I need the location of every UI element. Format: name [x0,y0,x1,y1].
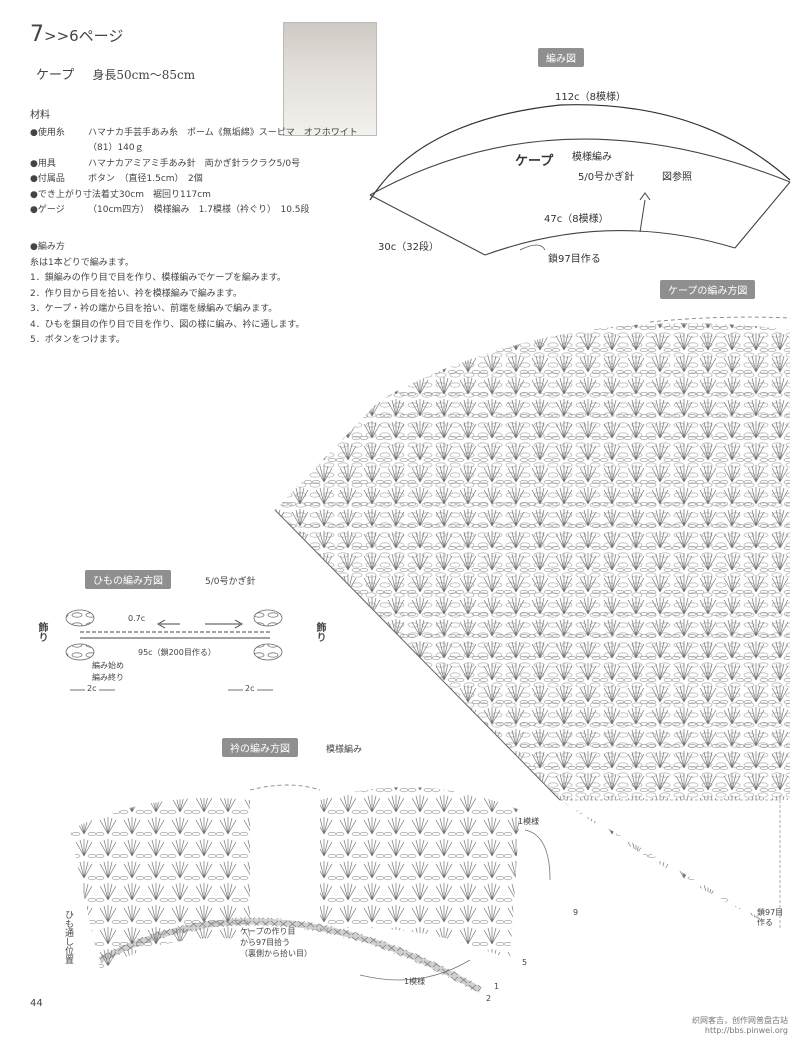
material-row: ●用具ハマナカアミアミ手あみ針 両かぎ針ラクラク5/0号 [30,158,301,169]
collar-row-1: 1 [494,982,500,991]
material-row: ●ゲージ（10cm四方） 模様編み 1.7模様（衿ぐり） 10.5段 [30,205,310,215]
schematic-side: 30c（32段） [378,242,439,253]
collar-chart-label: 衿の編み方図 [222,738,298,757]
schematic-ref: 図参照 [662,172,692,183]
collar-cord-position: ひも通し位置 [63,910,73,964]
item-name: ケープ [36,68,75,83]
product-photo [283,22,377,136]
instruction-step: 5．ボタンをつけます。 [30,335,125,345]
materials-heading: 材料 [30,110,50,121]
material-row: （81）140ｇ [88,143,144,153]
instructions-section: ●編み方 糸は1本どりで編みます。 1．鎖編みの作り目で目を作り、模様編みでケー… [30,240,360,349]
instructions-note: 糸は1本どりで編みます。 [30,257,134,268]
watermark-line-2: http://bbs.pinwei.org [704,1026,788,1035]
cape-chart-label: ケープの編み方図 [660,280,756,299]
schematic-inner-width: 47c（8模様） [544,214,609,225]
material-row: ●付属品ボタン （直径1.5cm） 2個 [30,174,203,184]
collar-chart [70,784,551,994]
collar-pickup-note: ケープの作り目 から97目拾う （裏側から拾い目） [240,927,312,958]
material-row: ●でき上がり寸法着丈30cm 裾回り117cm [30,189,211,200]
watermark: 织网客吉，创作网普盘古站 http://bbs.pinwei.org [692,1016,788,1036]
cord-right-decor: 飾り [314,622,325,642]
cord-left-decor: 飾り [36,622,47,642]
schematic-top-width: 112c（8模様） [555,92,626,103]
collar-repeat-top: 1模様 [518,817,540,826]
collar-row-9: 9 [573,908,579,917]
schematic-piece-name: ケープ [515,154,554,169]
instruction-step: 4．ひもを鎖目の作り目で目を作り、図の様に編み、衿に通します。 [30,319,305,330]
cord-right-2c: 2c [243,684,257,693]
schematic-pattern: 模様編み [572,152,612,163]
cord-end: 編み終り [92,673,124,682]
cape-schematic [369,104,791,256]
instruction-step: 2．作り目から目を拾い、衿を模様編みで編みます。 [30,288,242,299]
material-row: ●使用糸ハマナカ手芸手あみ糸 ポーム《無垢綿》スーピマ オフホワイト [30,127,358,138]
pattern-title: 7>>6ページ [30,22,123,47]
collar-repeat-bottom: 1模様 [404,977,426,986]
materials-section: 材料 ●使用糸ハマナカ手芸手あみ糸 ポーム《無垢綿》スーピマ オフホワイト （8… [30,108,410,219]
instruction-step: 3．ケープ・衿の端から目を拾い、前端を縁編みで編みます。 [30,304,278,314]
cord-length: 95c（鎖200目作る） [138,648,216,657]
collar-row-5: 5 [522,958,528,967]
cape-chain-note: 鎖97目 作る [757,908,784,927]
cord-left-2c: 2c [85,684,99,693]
schematic-hook: 5/0号かぎ針 [578,172,635,183]
cord-chart-label: ひもの編み方図 [85,570,171,589]
cape-stitch-chart [274,316,791,930]
cord-start: 編み始め [92,661,124,670]
schematic-chain: 鎖97目作る [548,254,601,265]
collar-pattern: 模様編み [326,745,363,755]
watermark-line-1: 织网客吉，创作网普盘古站 [692,1016,788,1025]
cord-width: 0.7c [128,614,146,623]
pattern-number: 7 [30,22,44,47]
instructions-heading: ●編み方 [30,242,65,252]
instruction-step: 1．鎖編みの作り目で目を作り、模様編みでケープを編みます。 [30,273,286,283]
page-reference: >>6ページ [44,27,124,45]
size-range: 身長50cm～85cm [92,68,196,82]
item-subtitle: ケープ 身長50cm～85cm [36,64,195,83]
page-number: 44 [30,998,43,1009]
schematic-label: 編み図 [538,48,584,67]
collar-row-2: 2 [486,994,492,1003]
cord-hook: 5/0号かぎ針 [205,577,256,587]
